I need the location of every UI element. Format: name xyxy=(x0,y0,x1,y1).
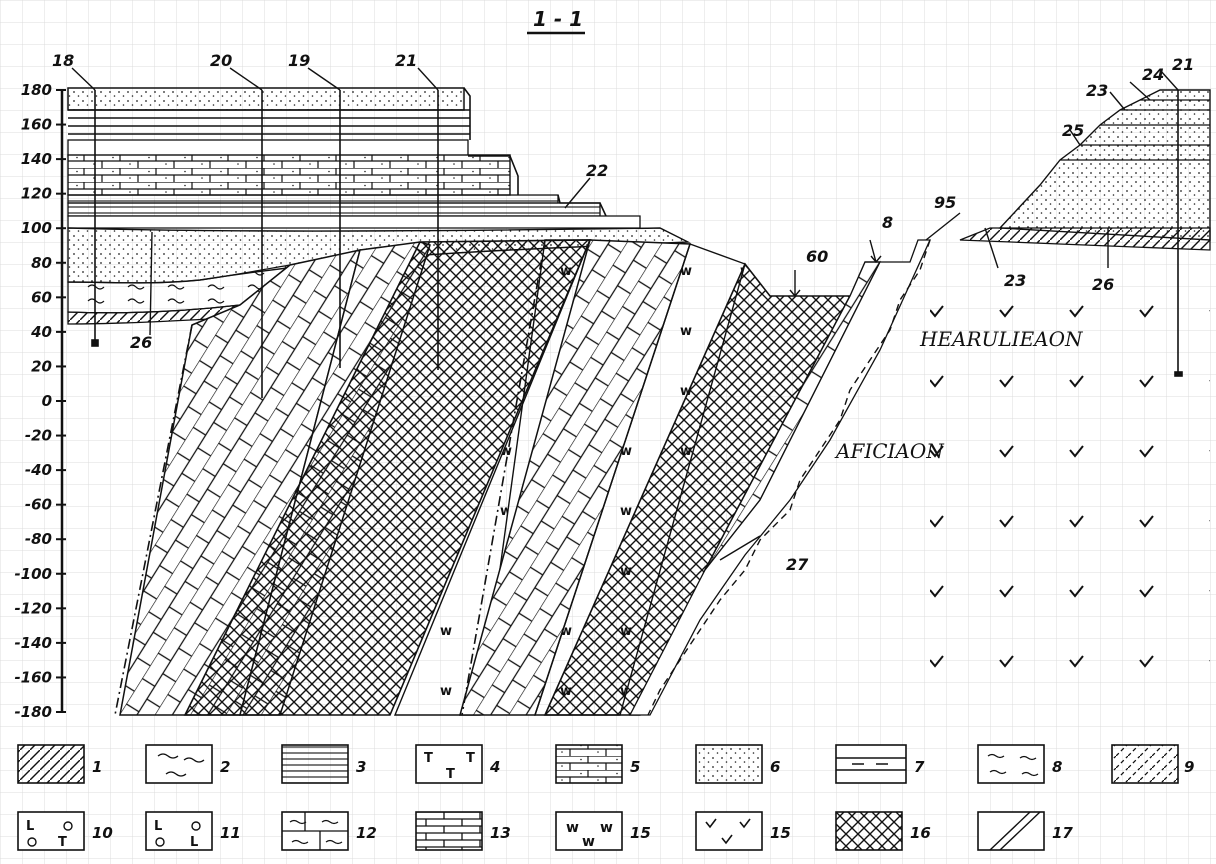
callout-numbers: 18 20 19 21 22 26 60 8 95 23 26 27 21 24… xyxy=(52,51,1194,574)
svg-text:6: 6 xyxy=(770,758,780,776)
svg-text:15: 15 xyxy=(770,824,791,842)
svg-text:12: 12 xyxy=(356,824,377,842)
callout-20: 20 xyxy=(210,51,232,70)
svg-text:15: 15 xyxy=(630,824,651,842)
legend-item-11: L L 11 xyxy=(145,811,241,851)
axis-tick-label: -100 xyxy=(14,565,52,583)
svg-text:w: w xyxy=(600,820,613,836)
legend-item-2: 2 xyxy=(145,744,230,784)
right-hill xyxy=(959,89,1211,251)
svg-text:2: 2 xyxy=(220,758,230,776)
legend-item-16: 16 xyxy=(835,811,931,851)
svg-text:w: w xyxy=(566,820,579,836)
legend-item-3: 3 xyxy=(281,744,366,784)
axis-tick-label: -180 xyxy=(14,703,52,721)
axis-tick-label: -140 xyxy=(14,634,52,652)
svg-text:T: T xyxy=(446,767,455,782)
callout-8: 8 xyxy=(882,213,893,232)
legend-item-12: 12 xyxy=(281,811,377,851)
axis-tick-label: 20 xyxy=(31,357,52,375)
callout-26-right: 26 xyxy=(1092,275,1114,294)
legend-item-9: 9 xyxy=(1111,744,1194,784)
legend-item-7: 7 xyxy=(835,744,925,784)
legend-item-17: 17 xyxy=(977,811,1073,851)
legend-item-5: 5 xyxy=(555,744,640,784)
axis-tick-label: 0 xyxy=(42,392,52,410)
axis-tick-label: -40 xyxy=(25,461,52,479)
callout-60: 60 xyxy=(806,247,828,266)
axis-tick-label: -60 xyxy=(25,496,52,514)
svg-text:5: 5 xyxy=(630,758,640,776)
svg-text:w: w xyxy=(582,834,595,850)
axis-tick-label: -20 xyxy=(25,427,52,445)
axis-tick-label: 100 xyxy=(21,219,52,237)
svg-text:L: L xyxy=(190,835,198,850)
axis-tick-label: 40 xyxy=(30,323,52,341)
legend-item-6: 6 xyxy=(695,744,780,784)
callout-21-left: 21 xyxy=(395,51,417,70)
axis-tick-label: -120 xyxy=(14,599,52,617)
svg-text:T: T xyxy=(466,751,475,766)
callout-22: 22 xyxy=(586,161,608,180)
legend-item-1: 1 xyxy=(17,744,102,784)
elevation-axis: 180 160 140 120 100 80 60 40 20 0 -20 -40 -60 -80 -100… xyxy=(14,81,66,721)
dipping-strata xyxy=(114,239,932,716)
svg-text:9: 9 xyxy=(1184,758,1194,776)
svg-text:13: 13 xyxy=(490,824,511,842)
overlay-label-upper: HEARULIEAON xyxy=(919,327,1084,351)
leader-lines xyxy=(71,67,1179,561)
section-title: 1 - 1 xyxy=(533,7,583,31)
callout-23-mid: 23 xyxy=(1004,271,1026,290)
axis-tick-label: 140 xyxy=(21,150,52,168)
svg-text:16: 16 xyxy=(910,824,931,842)
axis-tick-label: 160 xyxy=(21,116,52,134)
callout-95: 95 xyxy=(934,193,956,212)
left-plateau xyxy=(67,87,691,325)
legend-item-8: 8 xyxy=(977,744,1062,784)
legend-item-15: 15 xyxy=(695,811,791,851)
legend-item-10: L T 10 xyxy=(17,811,113,851)
callout-27: 27 xyxy=(786,555,809,574)
callout-26-left: 26 xyxy=(130,333,152,352)
axis-tick-label: -160 xyxy=(14,668,52,686)
legend-item-13: 13 xyxy=(415,811,511,851)
svg-text:7: 7 xyxy=(914,758,925,776)
axis-tick-label: 60 xyxy=(31,288,52,306)
svg-text:4: 4 xyxy=(489,758,500,776)
svg-text:17: 17 xyxy=(1052,824,1073,842)
svg-text:8: 8 xyxy=(1052,758,1062,776)
svg-text:10: 10 xyxy=(92,824,113,842)
svg-text:1: 1 xyxy=(92,758,102,776)
callout-18: 18 xyxy=(52,51,74,70)
svg-text:11: 11 xyxy=(220,824,241,842)
svg-text:T: T xyxy=(424,751,433,766)
bore-holes xyxy=(91,90,1183,398)
callout-24: 24 xyxy=(1142,65,1164,84)
axis-tick-label: -80 xyxy=(25,530,52,548)
svg-text:L: L xyxy=(26,819,34,834)
right-volcanic-field xyxy=(930,250,1210,710)
axis-tick-label: 120 xyxy=(21,185,52,203)
callout-21-right: 21 xyxy=(1172,55,1194,74)
axis-tick-label: 180 xyxy=(21,81,52,99)
callout-25: 25 xyxy=(1062,121,1084,140)
overlay-label-lower: AFICIAON xyxy=(834,439,945,463)
axis-tick-label: 80 xyxy=(31,254,52,272)
callout-19: 19 xyxy=(288,51,310,70)
svg-text:L: L xyxy=(154,819,162,834)
svg-text:3: 3 xyxy=(356,758,366,776)
callout-23-right: 23 xyxy=(1086,81,1108,100)
svg-text:T: T xyxy=(58,835,67,850)
